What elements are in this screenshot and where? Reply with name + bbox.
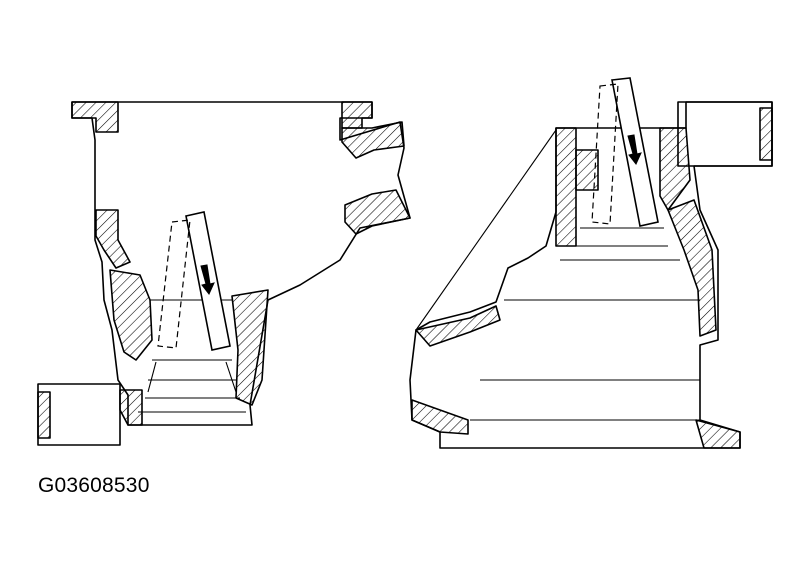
- left-inner-bore: [138, 299, 246, 413]
- right-left-step-hatch: [415, 305, 501, 347]
- right-tool-ghost: [591, 83, 619, 225]
- right-housing-view: [409, 77, 773, 449]
- right-top-collar-hatch-inner: [575, 149, 599, 191]
- right-down-arrow-icon: [627, 134, 642, 165]
- left-down-arrow-icon: [200, 264, 215, 295]
- left-top-right-flange-hatch: [341, 101, 373, 129]
- figure-id-label: G03608530: [38, 474, 150, 497]
- right-side-cap: [677, 101, 773, 167]
- right-inner-bore: [470, 227, 700, 421]
- right-top-collar-hatch-right: [659, 127, 691, 211]
- right-right-wall-hatch: [667, 199, 717, 337]
- right-side-cap-hatch: [759, 107, 773, 161]
- left-housing-view: [37, 101, 411, 446]
- right-bottom-left-hatch: [411, 399, 469, 435]
- right-body-diagonal: [415, 129, 557, 331]
- left-bottom-flange-hatch: [119, 389, 143, 426]
- left-side-cap-hatch: [37, 391, 51, 439]
- left-left-wall-hatch: [95, 209, 131, 269]
- right-top-collar-hatch-left: [555, 127, 577, 247]
- left-tool-ghost: [157, 219, 191, 349]
- left-taper-seat: [147, 361, 237, 393]
- left-seat-hatch-left: [109, 269, 153, 361]
- left-seat-hatch-right: [231, 289, 269, 406]
- right-bottom-right-hatch: [695, 419, 741, 449]
- left-right-step-hatch: [344, 189, 411, 235]
- left-right-wall-hatch: [341, 121, 405, 159]
- left-top-flange-hatch: [71, 101, 119, 133]
